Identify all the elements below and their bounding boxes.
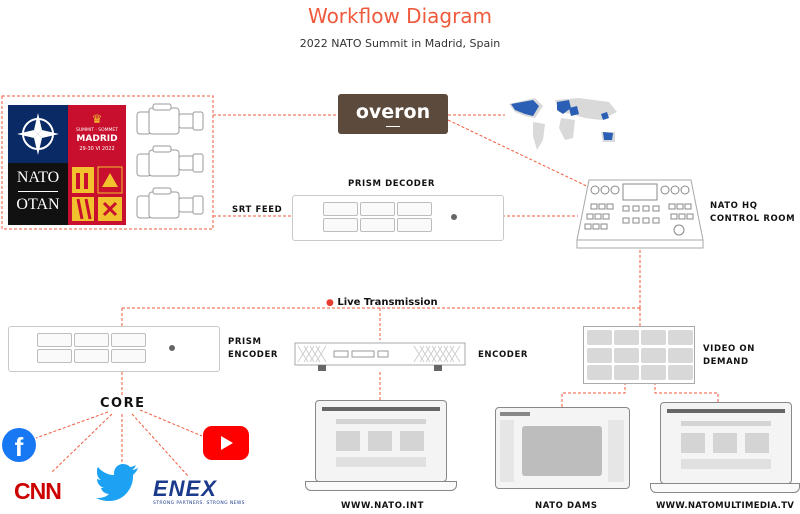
nato-dams-label: NATO DAMS <box>535 501 598 511</box>
prism-decoder-label: PRISM DECODER <box>348 179 436 189</box>
camera-icon <box>136 145 204 177</box>
diagram-subtitle: 2022 NATO Summit in Madrid, Spain <box>299 37 501 50</box>
enex-logo: ENEX STRONG PARTNERS. STRONG NEWS <box>153 478 245 507</box>
control-room-label-line2: CONTROL ROOM <box>710 214 796 224</box>
line-vod-multimedia <box>654 382 719 402</box>
line-core-facebook <box>35 411 109 439</box>
camera-icon <box>136 187 204 219</box>
coat-of-arms-icon <box>72 166 123 221</box>
decoder-knob-icon <box>451 214 457 220</box>
vod-grid-icon <box>583 326 695 384</box>
encoder-device-icon <box>294 342 466 371</box>
play-icon <box>221 436 233 450</box>
line-core-cnn <box>51 413 113 473</box>
line-overon-control <box>447 119 596 191</box>
nato-compass-icon <box>17 113 59 155</box>
enex-tagline: STRONG PARTNERS. STRONG NEWS <box>153 501 245 506</box>
prism-encoder-device <box>8 326 220 372</box>
nato-multimedia-label: WWW.NATOMULTIMEDIA.TV <box>656 501 795 511</box>
summit-logo: ♛ SUMMIT · SOMMET MADRID 29-30 VI 2022 <box>68 105 126 163</box>
nato-otan-wordmark: NATO OTAN <box>8 163 68 225</box>
nato-text: NATO <box>16 169 60 186</box>
nato-multimedia-laptop-base <box>650 483 800 493</box>
vod-label-line2: DEMAND <box>703 357 749 367</box>
summit-label: SUMMIT · SOMMET <box>75 128 119 133</box>
encoder-knob-icon <box>169 345 175 351</box>
overon-underline <box>386 126 400 127</box>
world-map-icon <box>509 98 617 150</box>
facebook-icon: f <box>2 428 36 462</box>
srt-feed-label: SRT FEED <box>232 205 283 215</box>
cnn-logo: CNN <box>14 478 62 504</box>
live-transmission-label: ● Live Transmission <box>326 296 438 310</box>
line-vod-dams <box>561 382 626 407</box>
control-room-label-line1: NATO HQ <box>710 201 758 211</box>
youtube-icon <box>203 426 249 460</box>
line-core-enex <box>131 413 189 477</box>
otan-text: OTAN <box>16 196 60 213</box>
nato-dams-screen <box>495 407 630 489</box>
overon-wordmark: overon <box>355 101 431 123</box>
nato-divider <box>18 191 58 192</box>
encoder-label: ENCODER <box>478 350 528 360</box>
twitter-icon <box>96 464 138 501</box>
live-transmission-text: Live Transmission <box>337 297 438 308</box>
enex-wordmark: ENEX <box>153 476 217 501</box>
control-room-console-icon <box>576 179 704 249</box>
nato-int-label: WWW.NATO.INT <box>341 501 425 511</box>
prism-decoder-device <box>292 195 504 241</box>
vod-label-line1: VIDEO ON <box>703 344 755 354</box>
overon-logo: overon <box>338 94 448 134</box>
source-dashed-box <box>1 95 214 230</box>
encoder-bay-grid <box>37 333 147 363</box>
prism-encoder-label-line2: ENCODER <box>228 350 278 360</box>
line-core-youtube <box>139 409 203 437</box>
diagram-title: Workflow Diagram <box>307 4 493 28</box>
nato-logo <box>8 105 68 163</box>
core-label: CORE <box>100 396 146 411</box>
summit-dates: 29-30 VI 2022 <box>79 146 115 152</box>
summit-city: MADRID <box>76 134 118 144</box>
nato-int-laptop-screen <box>315 400 447 482</box>
spain-arms-logo <box>68 163 126 225</box>
live-dot-icon: ● <box>326 298 334 308</box>
decoder-bay-grid <box>323 202 433 232</box>
nato-multimedia-laptop-screen <box>660 402 792 484</box>
camera-icon <box>136 103 204 135</box>
crown-icon: ♛ <box>91 112 103 126</box>
prism-encoder-label-line1: PRISM <box>228 337 262 347</box>
nato-int-laptop-base <box>305 481 457 491</box>
